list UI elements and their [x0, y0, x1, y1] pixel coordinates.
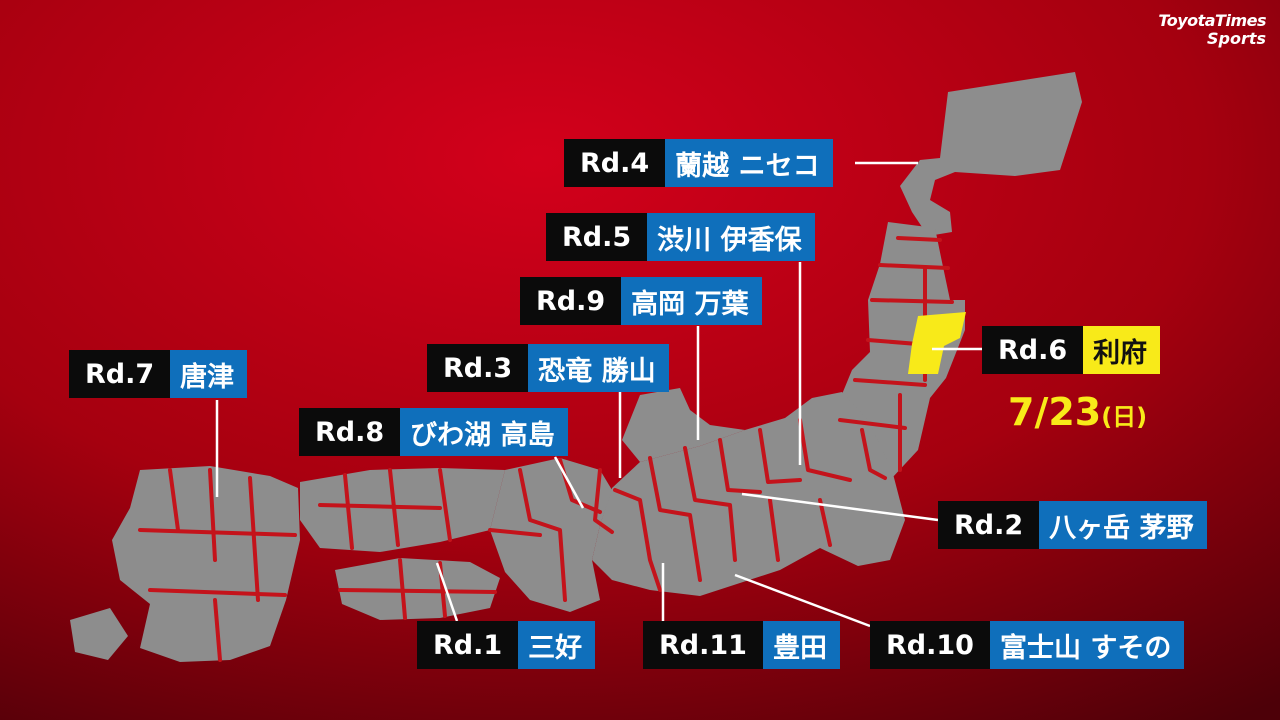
- round-tag: Rd.2: [938, 501, 1040, 549]
- venue-label-rd5[interactable]: Rd.5 渋川 伊香保: [546, 213, 815, 261]
- venue-label-rd2[interactable]: Rd.2 八ヶ岳 茅野: [938, 501, 1207, 549]
- highlighted-prefecture-miyagi: [908, 312, 966, 374]
- venue-label-rd10[interactable]: Rd.10 富士山 すその: [870, 621, 1185, 669]
- venue-label-rd9[interactable]: Rd.9 高岡 万葉: [520, 277, 762, 325]
- venue-name: 豊田: [762, 621, 840, 669]
- venue-label-rd11[interactable]: Rd.11 豊田: [643, 621, 840, 669]
- venue-name: 渋川 伊香保: [647, 213, 815, 261]
- round-tag: Rd.7: [69, 350, 171, 398]
- venue-name: 三好: [518, 621, 596, 669]
- leader-lines: [215, 161, 982, 628]
- venue-name: 富士山 すその: [989, 621, 1185, 669]
- event-date-day: (日): [1101, 403, 1148, 431]
- round-tag: Rd.3: [427, 344, 529, 392]
- round-tag: Rd.4: [564, 139, 666, 187]
- honshu-kinki: [490, 458, 612, 612]
- event-date: 7/23(日): [1008, 390, 1147, 434]
- hokuriku-coast: [622, 388, 745, 462]
- leader-line-rd1: [435, 562, 459, 622]
- round-tag: Rd.9: [520, 277, 622, 325]
- round-tag: Rd.6: [982, 326, 1084, 374]
- prefecture-borders: [138, 236, 954, 662]
- hokkaido-region: [900, 72, 1082, 236]
- venue-label-rd7[interactable]: Rd.7 唐津: [69, 350, 248, 398]
- venue-label-rd4[interactable]: Rd.4 蘭越 ニセコ: [564, 139, 833, 187]
- venue-name: 唐津: [170, 350, 248, 398]
- round-tag: Rd.11: [643, 621, 763, 669]
- round-tag: Rd.1: [417, 621, 519, 669]
- leader-line-rd10: [734, 573, 871, 628]
- venue-name: 恐竜 勝山: [528, 344, 669, 392]
- round-tag: Rd.5: [546, 213, 648, 261]
- venue-name: 蘭越 ニセコ: [665, 139, 833, 187]
- venue-label-rd3[interactable]: Rd.3 恐竜 勝山: [427, 344, 669, 392]
- round-tag: Rd.8: [299, 408, 401, 456]
- southwest-islands: [70, 608, 128, 660]
- leader-line-rd2: [741, 492, 939, 522]
- venue-name-highlighted: 利府: [1083, 326, 1161, 374]
- venue-name: 八ヶ岳 茅野: [1039, 501, 1207, 549]
- brand-logo[interactable]: ToyotaTimes Sports: [1158, 12, 1266, 48]
- venue-name: びわ湖 高島: [400, 408, 568, 456]
- venue-label-rd8[interactable]: Rd.8 びわ湖 高島: [299, 408, 568, 456]
- venue-label-rd6[interactable]: Rd.6 利府: [982, 326, 1161, 374]
- brand-logo-line1: ToyotaTimes: [1158, 11, 1266, 30]
- honshu-north: [838, 222, 965, 478]
- leader-line-rd8: [553, 456, 585, 509]
- venue-label-rd1[interactable]: Rd.1 三好: [417, 621, 596, 669]
- round-tag: Rd.10: [870, 621, 990, 669]
- brand-logo-line2: Sports: [1206, 29, 1266, 48]
- venue-name: 高岡 万葉: [621, 277, 762, 325]
- event-date-main: 7/23: [1008, 390, 1102, 434]
